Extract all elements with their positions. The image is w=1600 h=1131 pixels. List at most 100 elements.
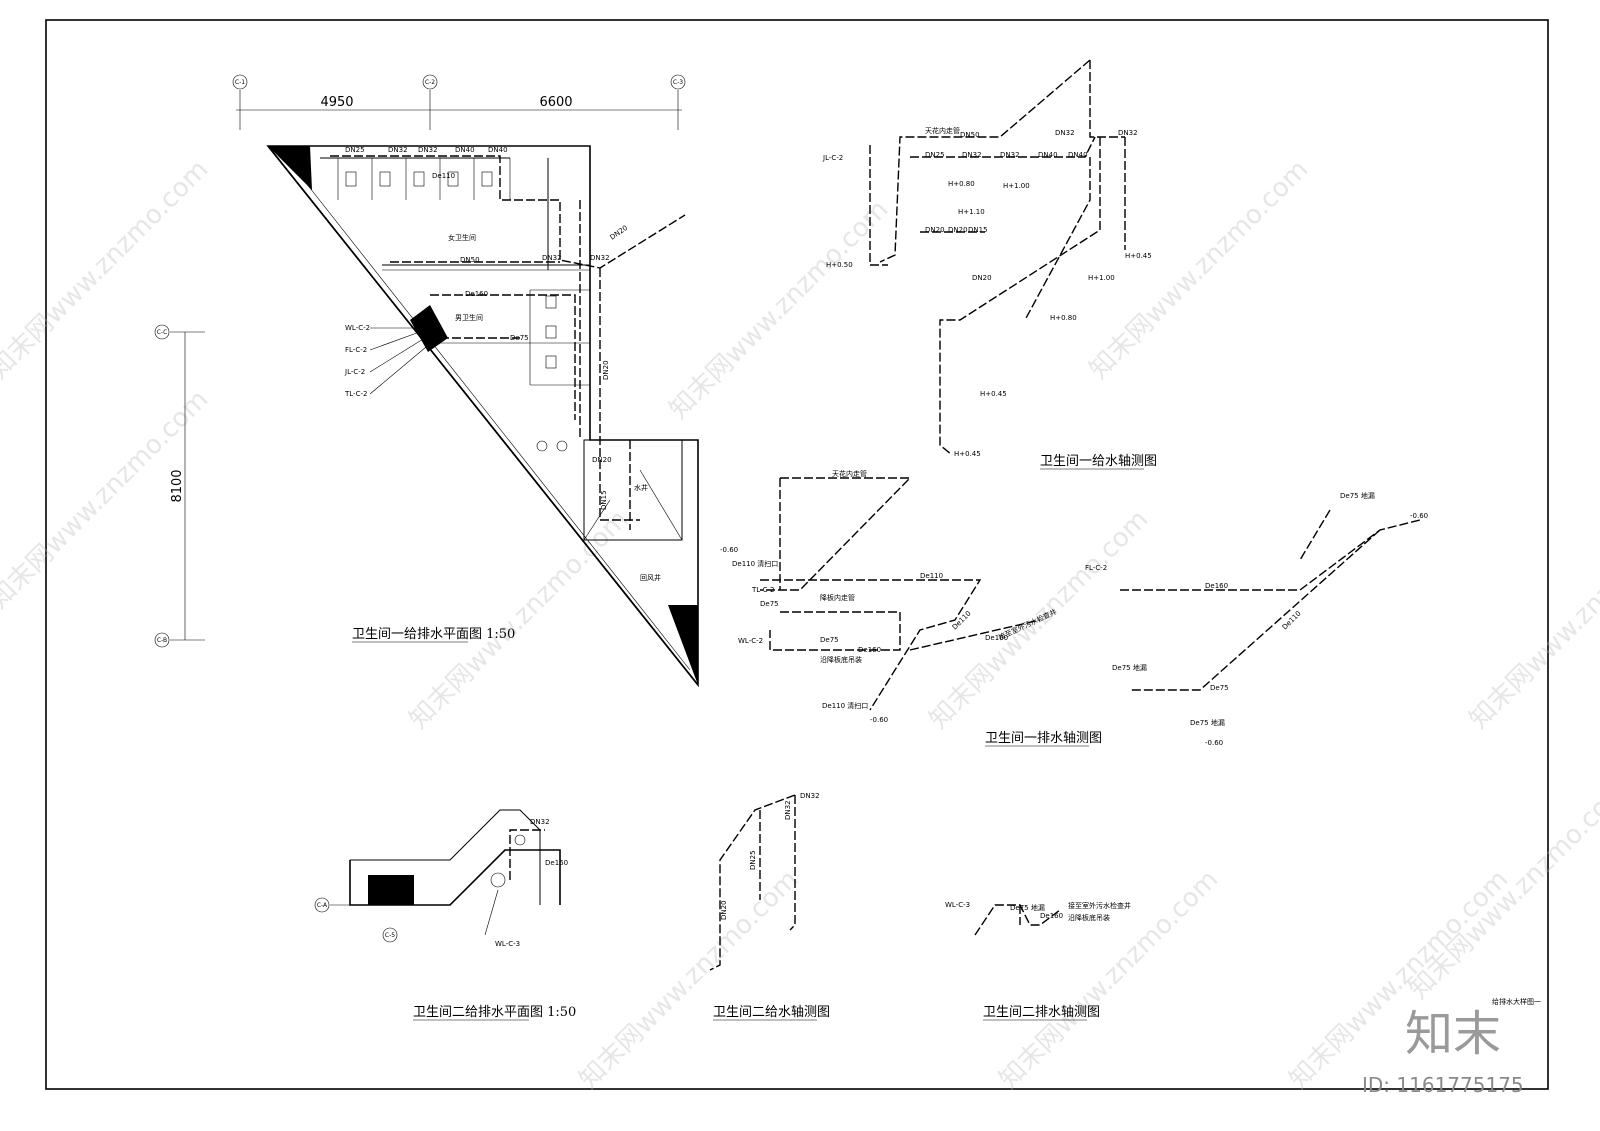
basin-fixture — [556, 440, 568, 452]
drawing-title: 卫生间二给排水平面图 1:50 — [413, 1005, 576, 1020]
water-supply-pipe — [910, 136, 1096, 158]
water-supply-pipe — [879, 59, 1091, 263]
pipe-note: 降板内走管 — [820, 593, 855, 602]
height-mark: H+0.45 — [1125, 252, 1152, 260]
pipe-note: De75 — [760, 600, 779, 608]
riser-label: WL-C-2 — [738, 637, 763, 645]
pipe-note: DN20 — [925, 226, 945, 234]
water-supply-pipe — [1089, 60, 1125, 138]
pipe-note: De110 — [1281, 609, 1303, 631]
pipe-note: -0.60 — [1410, 512, 1428, 520]
axis-label: C-3 — [673, 79, 683, 86]
pipe-note: De110 清扫口 — [822, 701, 868, 710]
watermark-text: 知末网www.znzmo.com — [404, 504, 635, 735]
watermark-text: 知末网www.znzmo.com — [664, 194, 895, 425]
pipe-note: DN25 — [925, 151, 945, 159]
toilet-fixture — [481, 171, 493, 187]
pipe-note: De160 — [1205, 582, 1228, 590]
drawing-title: 卫生间一给排水平面图 1:50 — [352, 627, 515, 642]
pipe-note: 沿降板底吊装 — [820, 655, 862, 664]
pipe-note: DN40 — [1068, 151, 1088, 159]
plan-outline — [349, 849, 561, 906]
riser-label: FL-C-2 — [1085, 564, 1107, 572]
pipe-label: DN20 — [609, 224, 630, 242]
height-mark: H+0.80 — [1050, 314, 1077, 322]
drain-pipe — [974, 904, 1061, 936]
riser-label: FL-C-2 — [345, 346, 367, 354]
riser-label: JL-C-2 — [344, 368, 365, 376]
pipe-note: De75 地漏 — [1010, 903, 1045, 912]
riser-label: TL-C-2 — [344, 390, 367, 398]
pipe-note: DN50 — [960, 131, 980, 139]
watermark-text: 知末网www.znzmo.com — [994, 864, 1225, 1095]
drain-pipe — [909, 619, 1041, 651]
watermark-text: 知末网www.znzmo.com — [0, 154, 214, 385]
pipe-note: De75 地漏 — [1340, 491, 1375, 500]
axis-label: C-A — [317, 902, 328, 909]
dimension-label: 8100 — [170, 469, 185, 502]
riser-label: TL-C-2 — [751, 586, 774, 594]
drawing-title: 卫生间一排水轴测图 — [985, 731, 1102, 746]
pipe-note: De110 清扫口 — [732, 559, 778, 568]
toilet-fixture — [413, 171, 425, 187]
plan-1: C-1 C-2 C-3 4950 6600 C-C C-B 8100 — [154, 74, 699, 688]
axis-bubble — [422, 74, 438, 90]
height-mark: H+0.45 — [954, 450, 981, 458]
drain-pipe — [769, 611, 901, 651]
drain-pipe — [1130, 529, 1381, 691]
pipe-note: De160 — [985, 634, 1008, 642]
pipe-note: De75 — [820, 636, 839, 644]
watermark-layer: 知末网www.znzmo.com 知末网www.znzmo.com 知末网www… — [0, 154, 1600, 1095]
structural-column — [368, 875, 414, 905]
water-supply-pipe — [939, 137, 1101, 456]
pipe-note: 沿降板底吊装 — [1068, 913, 1110, 922]
drawing-title: 卫生间一给水轴测图 — [1040, 454, 1157, 469]
axis-label: C-2 — [425, 79, 435, 86]
water-supply-pipe — [709, 794, 796, 971]
height-mark: H+0.45 — [980, 390, 1007, 398]
drain-isometric-1: TL-C-2 WL-C-2 FL-C-2 天花内走管 -0.60 De110 清… — [720, 469, 1428, 747]
pipe-label: De110 — [432, 172, 455, 180]
water-supply-pipe — [330, 155, 686, 269]
pipe-note: DN32 — [1000, 151, 1020, 159]
pipe-note: De75 地漏 — [1112, 663, 1147, 672]
axis-bubble — [314, 897, 330, 913]
pipe-note: De160 — [1040, 912, 1063, 920]
pipe-label: DN20 — [592, 456, 612, 464]
axis-bubble — [154, 632, 170, 648]
pipe-label: DN20 — [602, 360, 610, 380]
drain-pipe — [430, 294, 576, 420]
pipe-note: -0.60 — [720, 546, 738, 554]
room-label: 回风井 — [640, 573, 661, 582]
pipe-label: DN32 — [388, 146, 408, 154]
structural-column — [268, 146, 312, 190]
water-well-room — [583, 439, 683, 541]
urinal-fixture — [545, 295, 557, 309]
axis-bubble — [154, 324, 170, 340]
pipe-note: 天花内走管 — [925, 126, 960, 135]
water-supply-isometric-2: DN32 DN32 DN25 DN20 卫生间二给水轴测图 — [709, 792, 830, 1021]
toilet-fixture — [345, 171, 357, 187]
pipe-note: -0.60 — [1205, 739, 1223, 747]
pipe-label: DN32 — [590, 254, 610, 262]
pipe-note: DN32 — [1118, 129, 1138, 137]
pipe-label: DN15 — [600, 490, 608, 510]
pipe-label: DN32 — [800, 792, 820, 800]
riser-label: WL-C-3 — [495, 940, 520, 948]
pipe-label: De160 — [465, 290, 488, 298]
drain-pipe — [760, 579, 982, 711]
watermark-text: 知末网www.znzmo.com — [1084, 154, 1315, 385]
drain-pipe — [1120, 519, 1421, 591]
water-supply-pipe — [789, 795, 796, 931]
watermark-text: 知末网www.znzmo.com — [1404, 774, 1600, 1005]
dimension-label: 4950 — [320, 95, 353, 110]
drawing-title: 卫生间二给水轴测图 — [713, 1005, 830, 1020]
height-mark: H+1.00 — [1003, 182, 1030, 190]
basin-fixture — [514, 834, 526, 846]
height-mark: H+1.10 — [958, 208, 985, 216]
pipe-label: De160 — [545, 859, 568, 867]
pipe-label: De75 — [510, 334, 529, 342]
plan-2: C-A C-5 WL-C-3 DN32 De160 卫生间二给排水平面图 1:5… — [314, 809, 576, 1021]
water-supply-pipe — [869, 145, 888, 266]
